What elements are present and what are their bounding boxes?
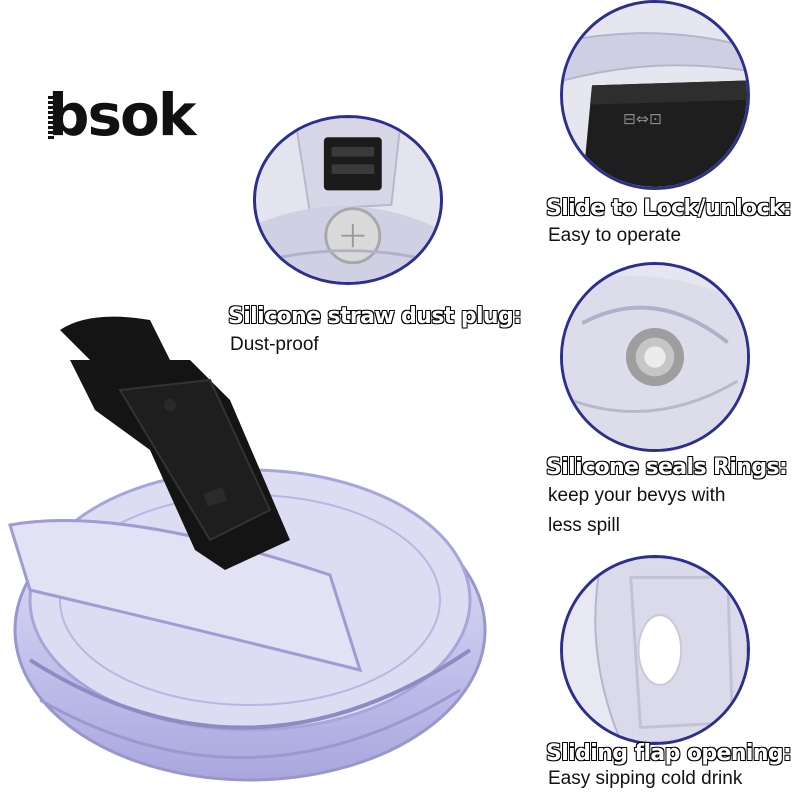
dust-plug-closeup (253, 115, 443, 285)
tumbler-lid-product-image (0, 300, 500, 800)
sliding-flap-title: Sliding flap opening: (545, 740, 792, 766)
sliding-flap-closeup (560, 555, 750, 745)
lid-illustration (8, 316, 487, 782)
dust-plug-illustration (256, 118, 440, 282)
dust-plug-title: Silicone straw dust plug: (227, 303, 522, 329)
lock-slider-desc: Easy to operate (548, 225, 682, 246)
seal-ring-illustration (563, 265, 747, 449)
sliding-flap-desc: Easy sipping cold drink (548, 768, 743, 789)
brand-logo: bsok (48, 81, 196, 149)
sliding-flap-illustration (563, 558, 747, 742)
seal-ring-closeup (560, 262, 750, 452)
lock-slider-illustration: ⊟⇔⊡ (563, 3, 747, 187)
seal-ring-desc-line2: less spill (548, 515, 620, 536)
dust-plug-desc: Dust-proof (230, 334, 319, 355)
lock-slider-closeup: ⊟⇔⊡ (560, 0, 750, 190)
logo-stripes (48, 96, 54, 140)
seal-ring-title: Silicone seals Rings: (545, 454, 788, 480)
lock-slider-title: Slide to Lock/unlock: (545, 195, 792, 221)
svg-text:⊟⇔⊡: ⊟⇔⊡ (623, 110, 662, 128)
seal-ring-desc-line1: keep your bevys with (548, 485, 726, 506)
